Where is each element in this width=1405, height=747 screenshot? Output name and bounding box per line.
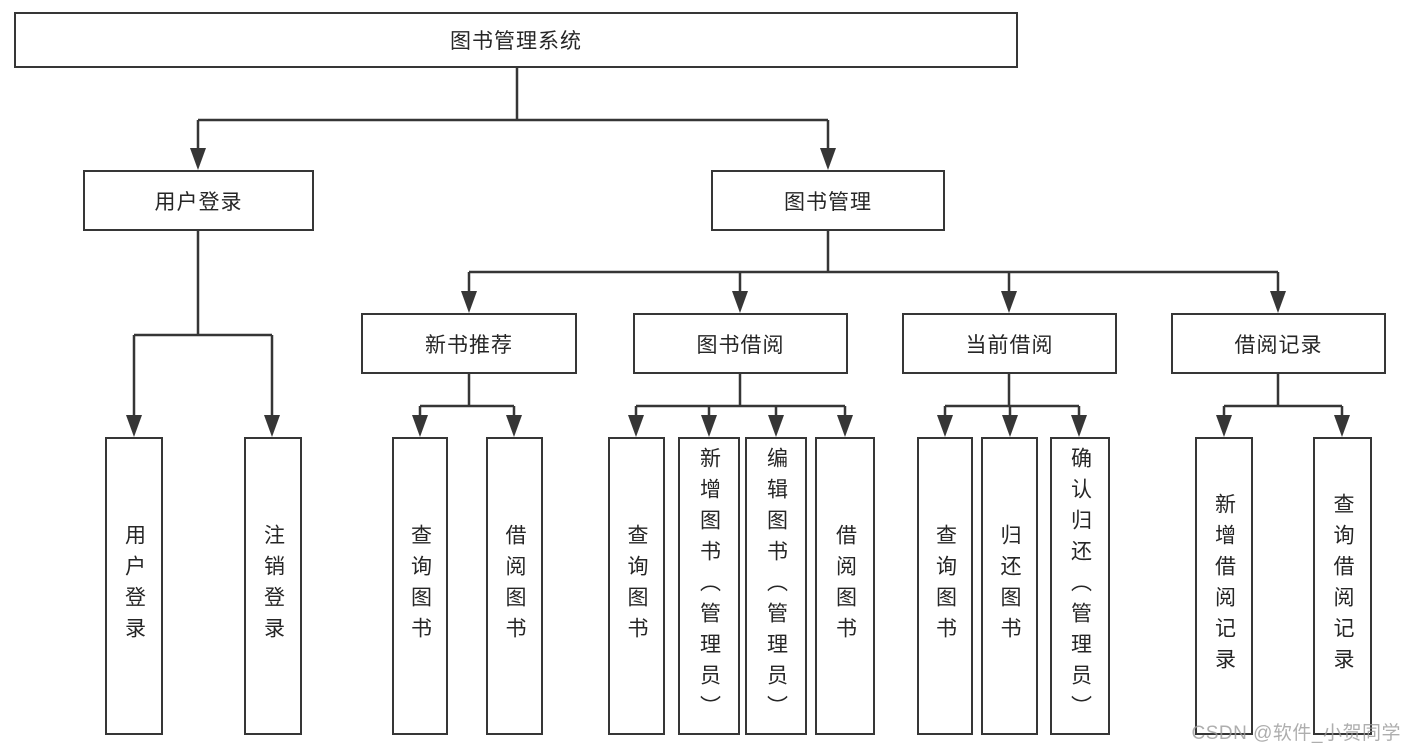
leaf-query-borrow-record: 查询借阅记录 [1313, 437, 1372, 735]
arrow-down-icon [506, 415, 522, 437]
leaf-borrow-books: 借阅图书 [815, 437, 875, 735]
leaf-borrow-books-recommend: 借阅图书 [486, 437, 543, 735]
leaf-return-books: 归还图书 [981, 437, 1038, 735]
node-book-borrowing: 图书借阅 [633, 313, 848, 374]
leaf-logout: 注销登录 [244, 437, 302, 735]
leaf-query-books-borrow: 查询图书 [608, 437, 665, 735]
arrow-down-icon [461, 291, 477, 313]
arrow-down-icon [732, 291, 748, 313]
arrow-down-icon [1002, 415, 1018, 437]
leaf-edit-books-admin: 编辑图书（管理员） [745, 437, 807, 735]
arrow-down-icon [1216, 415, 1232, 437]
leaf-user-login: 用户登录 [105, 437, 163, 735]
leaf-query-books-recommend: 查询图书 [392, 437, 448, 735]
csdn-watermark: CSDN @软件_小贺同学 [1191, 723, 1401, 744]
arrow-down-icon [768, 415, 784, 437]
arrow-down-icon [190, 148, 206, 170]
arrow-down-icon [264, 415, 280, 437]
arrow-down-icon [937, 415, 953, 437]
leaf-add-borrow-record: 新增借阅记录 [1195, 437, 1253, 735]
node-borrowing-records: 借阅记录 [1171, 313, 1386, 374]
node-library-management-system: 图书管理系统 [14, 12, 1018, 68]
node-user-login: 用户登录 [83, 170, 314, 231]
node-new-book-recommendation: 新书推荐 [361, 313, 577, 374]
arrow-down-icon [412, 415, 428, 437]
arrow-down-icon [126, 415, 142, 437]
arrow-down-icon [1071, 415, 1087, 437]
leaf-confirm-return-admin: 确认归还（管理员） [1050, 437, 1110, 735]
arrow-down-icon [1270, 291, 1286, 313]
arrowheads [126, 148, 1350, 437]
arrow-down-icon [820, 148, 836, 170]
leaf-query-books-current: 查询图书 [917, 437, 973, 735]
arrow-down-icon [1001, 291, 1017, 313]
arrow-down-icon [701, 415, 717, 437]
node-current-borrowing: 当前借阅 [902, 313, 1117, 374]
arrow-down-icon [628, 415, 644, 437]
arrow-down-icon [1334, 415, 1350, 437]
leaf-add-books-admin: 新增图书（管理员） [678, 437, 740, 735]
node-book-management: 图书管理 [711, 170, 945, 231]
arrow-down-icon [837, 415, 853, 437]
connector-path [132, 68, 1344, 422]
